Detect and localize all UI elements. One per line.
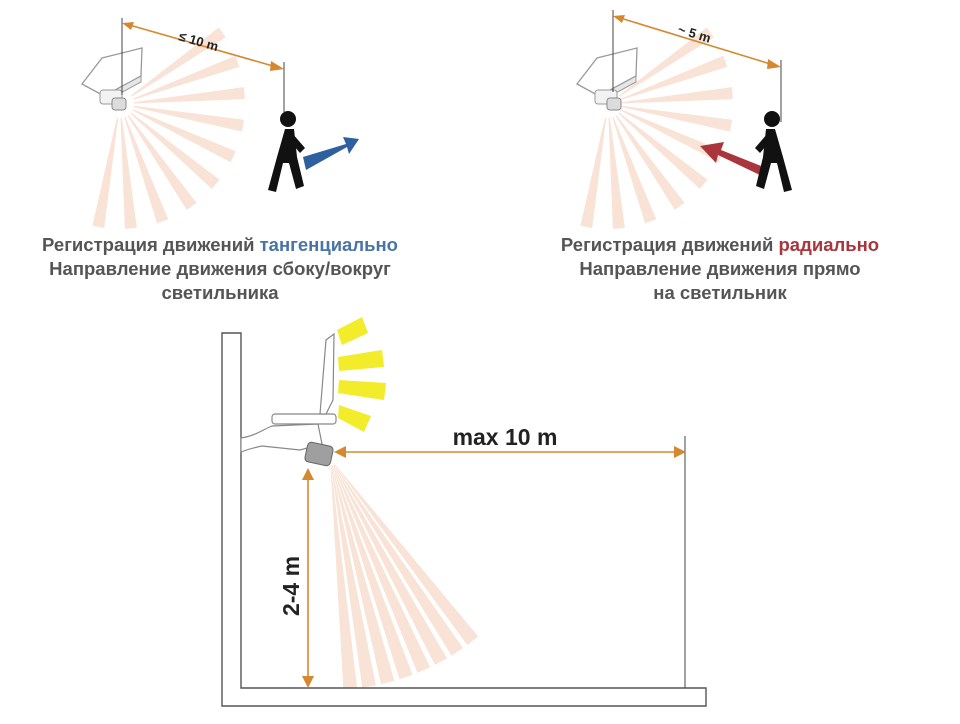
sensor-beam [620, 109, 724, 163]
sensor-beam [330, 465, 358, 690]
radial-caption-line1: Регистрация движений радиально [560, 234, 880, 255]
tangential-motion-arrow-icon [303, 137, 359, 170]
sensor-beam [92, 117, 119, 228]
distance-arrow [613, 15, 781, 69]
sensor-beam [331, 465, 376, 688]
sensor-beam [618, 112, 708, 189]
distance-arrow [122, 22, 284, 71]
radial-caption: Регистрация движений радиально Направлен… [500, 233, 940, 305]
radial-motion-arrow-icon [700, 142, 766, 176]
walking-person-icon [268, 111, 305, 192]
radial-highlight: радиально [778, 234, 880, 255]
sensor-beam [120, 117, 137, 229]
tangential-caption-line1: Регистрация движений тангенциально [42, 234, 398, 255]
sensor-beam [334, 464, 479, 645]
height-label: 2-4 m [278, 556, 304, 616]
walking-person-icon [755, 111, 792, 192]
range-label: max 10 m [453, 424, 558, 450]
radial-caption-line3: на светильник [653, 282, 787, 303]
tangential-highlight: тангенциально [259, 234, 398, 255]
light-rays-icon [337, 317, 386, 432]
radial-caption-line2: Направление движения прямо [579, 258, 861, 279]
sensor-beam [333, 465, 431, 673]
tangential-caption-line2: Направление движения сбоку/вокруг [49, 258, 391, 279]
tangential-caption-line3: светильника [161, 282, 279, 303]
sensor-beam [132, 55, 240, 100]
range-arrow [334, 446, 686, 458]
wall-and-floor [221, 332, 707, 707]
sensor-fan-radial [580, 27, 733, 229]
height-arrow [302, 468, 314, 688]
sensor-beam [608, 117, 625, 229]
sensor-beam [333, 464, 447, 665]
sensor-beam [621, 105, 732, 132]
sensor-beam [619, 27, 714, 97]
sensor-beam [620, 55, 728, 100]
sensor-fan-side [330, 464, 479, 690]
sensor-beam [332, 465, 413, 680]
sensor-beam [131, 27, 226, 97]
sensor-beam [133, 105, 244, 132]
radial-detection-panel: ~ 5 m [576, 10, 792, 229]
sensor-beam [621, 87, 733, 104]
sensor-beam [331, 465, 395, 685]
floodlight-icon [240, 332, 337, 467]
sensor-beam [334, 464, 463, 656]
floodlight-icon [576, 47, 638, 111]
sensor-beam [124, 116, 169, 224]
sensor-beam [133, 87, 245, 104]
sensor-beam [127, 115, 197, 210]
sensor-beam [612, 116, 657, 224]
side-view-diagram: max 10 m 2-4 m [221, 317, 707, 707]
sensor-beam [130, 112, 220, 189]
sensor-beam [132, 109, 236, 163]
sensor-beam [580, 117, 607, 228]
floodlight-icon [81, 47, 143, 111]
sensor-beam [615, 115, 685, 210]
tangential-detection-panel: ≤ 10 m [81, 18, 359, 229]
tangential-caption: Регистрация движений тангенциально Напра… [0, 233, 440, 305]
sensor-fan-tangential [92, 27, 245, 229]
